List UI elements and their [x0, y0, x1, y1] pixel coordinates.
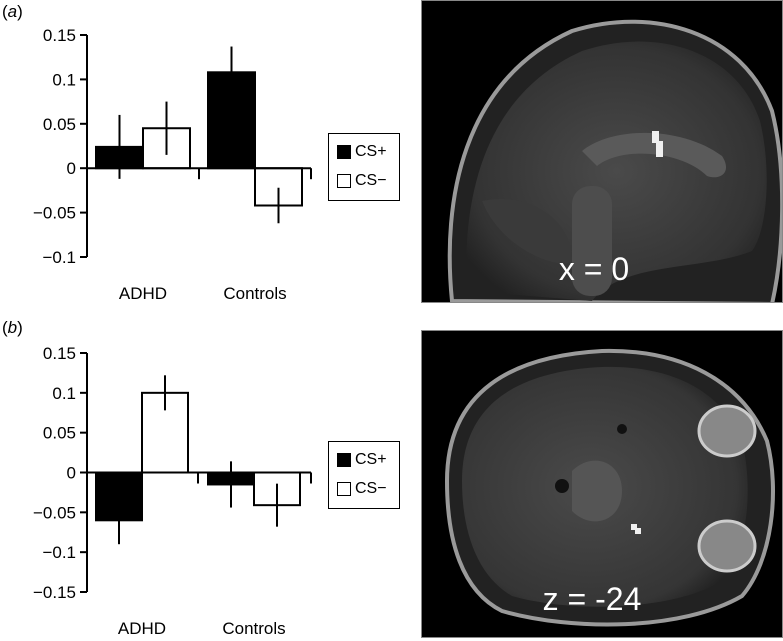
panel-b-label: (b) [2, 318, 23, 338]
brain-image-axial: z = -24 [421, 330, 783, 638]
y-tick-label: 0.1 [52, 384, 76, 403]
axial-mri-illustration [444, 348, 776, 627]
legend-item-cs-minus: CS− [337, 480, 387, 498]
category-label: Controls [223, 284, 286, 303]
y-tick-label: 0 [67, 464, 76, 483]
category-label: ADHD [119, 284, 167, 303]
filled-square-icon [337, 453, 351, 467]
y-tick-label: −0.1 [42, 543, 76, 562]
y-tick-label: −0.15 [33, 583, 76, 602]
activation-blob [631, 524, 637, 530]
activation-blob [652, 131, 659, 143]
slice-label-z: z = -24 [542, 581, 642, 617]
paren-close: ) [17, 318, 23, 337]
legend-item-cs-plus: CS+ [337, 451, 387, 469]
slice-label-x: x = 0 [558, 251, 630, 287]
hollow-square-icon [337, 482, 351, 496]
y-tick-label: −0.1 [42, 248, 76, 267]
y-tick-label: 0.05 [43, 115, 76, 134]
panel-letter: b [7, 318, 18, 337]
sagittal-mri-illustration [447, 19, 782, 302]
hollow-square-icon [337, 174, 351, 188]
panel-letter: a [7, 2, 18, 21]
y-tick-label: 0.15 [43, 26, 76, 45]
y-tick-label: −0.05 [33, 503, 76, 522]
y-tick-label: 0 [67, 159, 76, 178]
category-label: Controls [222, 619, 285, 638]
y-tick-label: 0.15 [43, 344, 76, 363]
paren-close: ) [17, 2, 23, 21]
filled-square-icon [337, 145, 351, 159]
legend-label: CS+ [355, 143, 387, 160]
legend-label: CS+ [355, 451, 387, 468]
y-tick-label: −0.05 [33, 204, 76, 223]
legend-item-cs-minus: CS− [337, 172, 387, 190]
y-tick-label: 0.05 [43, 424, 76, 443]
category-label: ADHD [118, 619, 166, 638]
y-tick-label: 0.1 [52, 70, 76, 89]
paren-open: ( [2, 2, 8, 21]
paren-open: ( [2, 318, 8, 337]
legend-a: CS+ CS− [328, 133, 400, 201]
panel-a-label: (a) [2, 2, 23, 22]
legend-label: CS− [355, 172, 387, 189]
legend-b: CS+ CS− [328, 441, 400, 509]
brain-image-sagittal: x = 0 [421, 0, 783, 303]
legend-item-cs-plus: CS+ [337, 143, 387, 161]
legend-label: CS− [355, 480, 387, 497]
